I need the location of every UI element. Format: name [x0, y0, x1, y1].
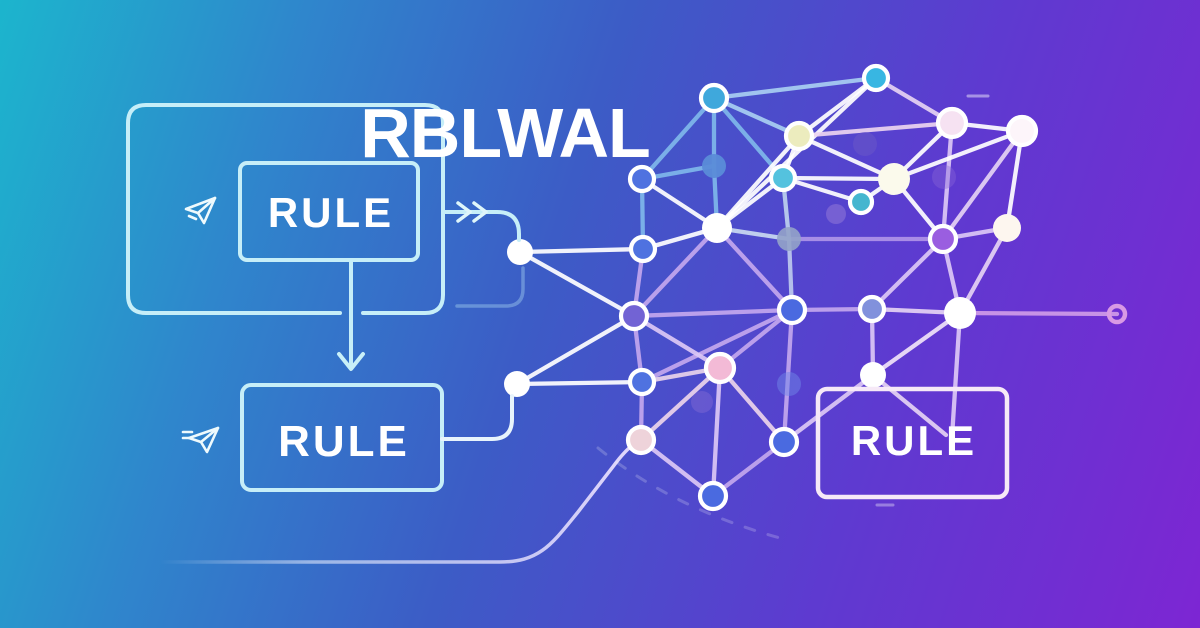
network-edge	[638, 437, 716, 499]
network-edge	[781, 372, 876, 445]
network-edge	[639, 95, 717, 182]
network-edge	[796, 133, 897, 182]
arrow-chevron-1	[456, 201, 472, 223]
network-node	[702, 213, 732, 243]
network-node	[625, 424, 657, 456]
network-node	[783, 120, 815, 152]
rule-box-1-label: RULE	[268, 189, 394, 236]
network-node	[993, 214, 1021, 242]
network-node	[703, 351, 737, 385]
arrow-down-head	[337, 352, 365, 371]
outer-group-box	[126, 103, 445, 315]
network-edge	[631, 307, 795, 319]
network-node	[857, 294, 887, 324]
network-node	[847, 188, 875, 216]
network-edge	[514, 313, 637, 387]
network-edge	[940, 120, 955, 242]
network-edge	[711, 75, 879, 101]
network-edge	[517, 249, 637, 319]
flow-connector-2	[440, 394, 514, 441]
network-node	[826, 204, 846, 224]
rule-box-3	[815, 386, 1010, 500]
network-edge	[710, 365, 723, 499]
network-edge	[1004, 128, 1025, 231]
network-edge	[631, 313, 723, 371]
faint-arc	[596, 446, 782, 540]
network-node	[628, 234, 658, 264]
network-node	[777, 227, 801, 251]
network-node	[932, 165, 956, 189]
network-edge	[714, 75, 879, 231]
rule-box-3-label: RULE	[851, 417, 977, 464]
network-edge	[796, 75, 879, 139]
network-node	[935, 106, 969, 140]
network-node	[853, 132, 877, 156]
flow-arrow-right	[441, 210, 521, 242]
network-edge	[957, 310, 1120, 317]
outer-box-echo	[455, 266, 525, 308]
network-edge	[869, 236, 946, 312]
network-edge	[714, 225, 795, 313]
network-node	[618, 300, 650, 332]
network-node	[507, 239, 533, 265]
network-node	[1106, 303, 1128, 325]
page-title: RBLWAL	[360, 94, 650, 172]
send-arrow-icon	[184, 196, 217, 225]
network-node	[768, 426, 800, 458]
labels: RBLWAL RULE RULE RULE	[268, 94, 977, 466]
network-edge	[714, 133, 802, 231]
network-node	[878, 163, 910, 195]
network-node	[768, 163, 798, 193]
network-node	[927, 223, 959, 255]
flow-diagram	[126, 103, 1010, 500]
rule-box-1	[238, 161, 420, 262]
network-node	[627, 164, 657, 194]
arrow-chevron-2	[472, 201, 488, 223]
network-node	[504, 371, 530, 397]
network-edge	[517, 246, 646, 255]
network-node	[691, 391, 713, 413]
network-graph	[504, 63, 1128, 512]
rule-box-2-label: RULE	[278, 417, 410, 466]
network-node	[627, 367, 657, 397]
network-node	[860, 362, 886, 388]
network-edge	[940, 128, 1025, 242]
network-edge	[631, 225, 720, 319]
network-edge	[957, 225, 1010, 316]
network-edge	[796, 120, 955, 139]
network-edge	[717, 365, 787, 445]
network-node	[861, 63, 891, 93]
network-edge	[891, 128, 1025, 182]
network-node	[776, 294, 808, 326]
network-edge	[870, 310, 963, 378]
network-edge	[514, 379, 645, 387]
network-edge	[711, 95, 802, 139]
network-edge	[949, 310, 963, 440]
send-arrow-icon	[181, 426, 220, 454]
network-node	[944, 297, 976, 329]
network-edge	[870, 372, 949, 438]
network-edge	[780, 175, 897, 182]
network-edge	[638, 365, 723, 443]
network-node	[702, 154, 726, 178]
network-node	[698, 82, 730, 114]
network-node	[697, 480, 729, 512]
network-edge	[639, 307, 795, 385]
network-node	[1005, 114, 1039, 148]
network-node	[777, 372, 801, 396]
